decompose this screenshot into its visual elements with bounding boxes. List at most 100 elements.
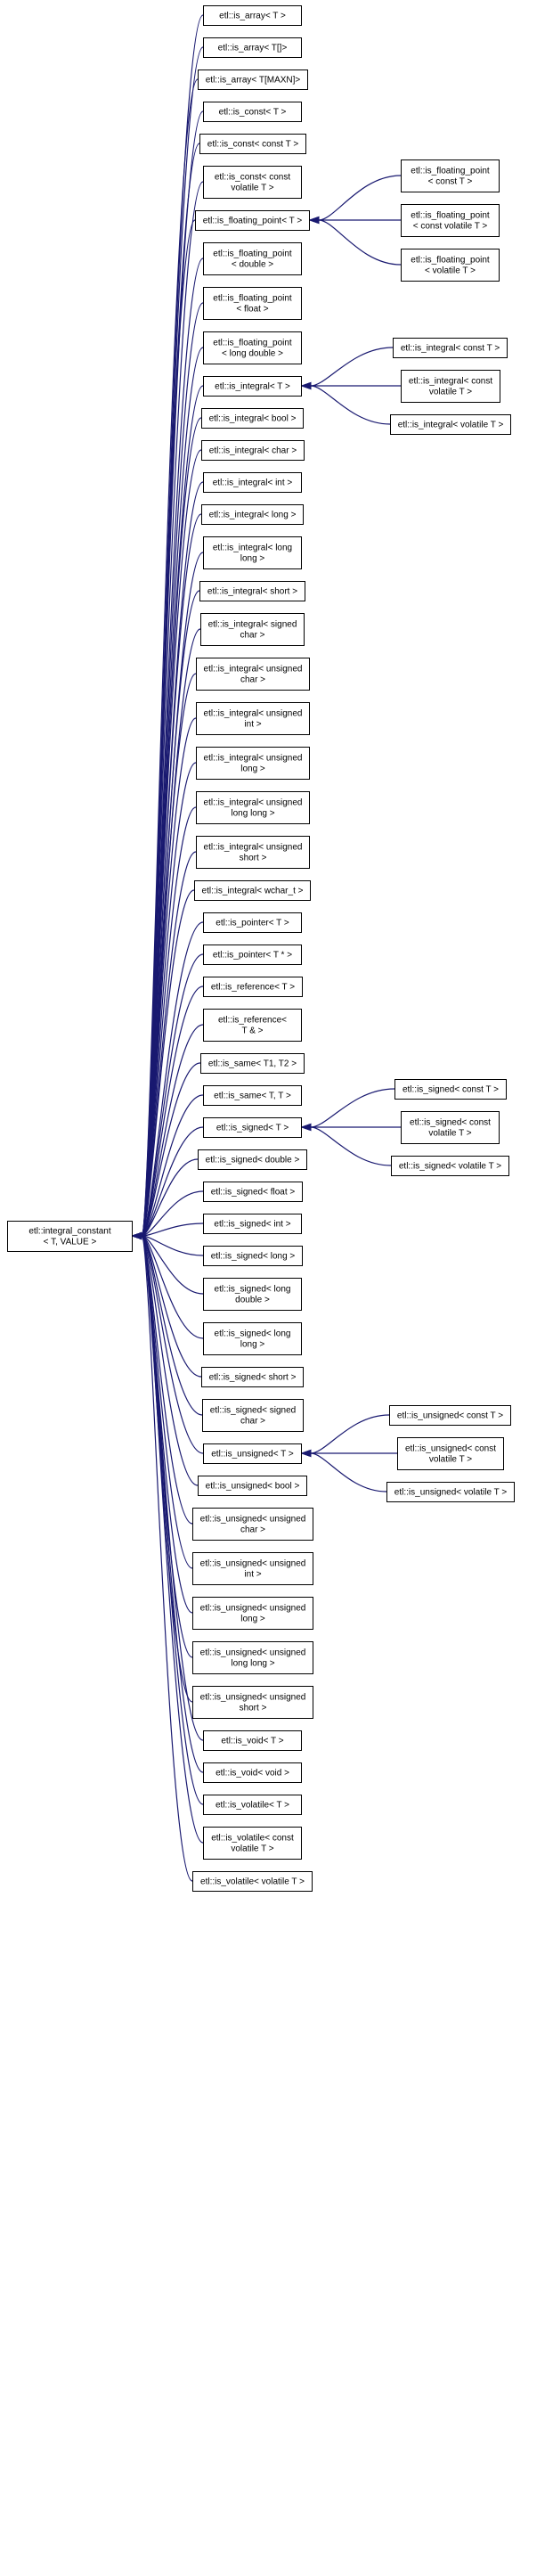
class-node-is-signed-double[interactable]: etl::is_signed< double >: [198, 1149, 307, 1170]
class-node-is-floating-point-t[interactable]: etl::is_floating_point< T >: [195, 210, 310, 231]
class-node-is-array-tarr[interactable]: etl::is_array< T[]>: [203, 37, 302, 58]
node-box: [203, 912, 302, 933]
class-node-is-array-t[interactable]: etl::is_array< T >: [203, 5, 302, 26]
node-box: [203, 376, 302, 397]
node-label-line: etl::is_unsigned< const: [405, 1444, 496, 1454]
class-node-is-reference-tref[interactable]: etl::is_reference<T & >: [203, 1009, 302, 1042]
inheritance-edge-is-unsigned-constt: [310, 1414, 390, 1454]
node-label-line: < long double >: [222, 349, 283, 359]
node-label-line: etl::is_integral< char >: [209, 446, 297, 456]
node-label-line: long >: [240, 765, 265, 774]
node-box: [196, 658, 310, 691]
node-box: [196, 836, 310, 869]
inheritance-edge-is-signed-t: [141, 1126, 204, 1237]
node-box: [203, 242, 302, 275]
class-node-is-signed-short[interactable]: etl::is_signed< short >: [201, 1367, 304, 1387]
node-box: [200, 1053, 305, 1074]
class-node-is-integral-constt[interactable]: etl::is_integral< const T >: [393, 338, 508, 358]
class-node-is-integral-char[interactable]: etl::is_integral< char >: [201, 440, 305, 461]
inheritance-edge-is-volatile-vt: [141, 1235, 193, 1882]
class-node-is-floating-point-cvt[interactable]: etl::is_floating_point< const volatile T…: [401, 204, 500, 237]
node-label-line: etl::is_signed< const T >: [403, 1085, 499, 1095]
class-node-is-signed-vt[interactable]: etl::is_signed< volatile T >: [391, 1156, 509, 1176]
class-node-is-volatile-t[interactable]: etl::is_volatile< T >: [203, 1795, 302, 1815]
node-label-line: < float >: [236, 305, 268, 315]
node-label-line: < T, VALUE >: [44, 1238, 97, 1247]
node-label-line: etl::is_reference<: [218, 1016, 287, 1026]
inheritance-edge-is-same-t1t2: [141, 1062, 201, 1237]
node-box: [203, 1795, 302, 1815]
class-node-is-signed-constt[interactable]: etl::is_signed< const T >: [394, 1079, 507, 1100]
class-node-is-floating-point-double[interactable]: etl::is_floating_point< double >: [203, 242, 302, 275]
class-node-root[interactable]: etl::integral_constant< T, VALUE >: [7, 1221, 133, 1252]
class-node-is-array-tmaxn[interactable]: etl::is_array< T[MAXN]>: [198, 70, 308, 90]
node-box: [201, 1367, 304, 1387]
class-node-is-reference-t[interactable]: etl::is_reference< T >: [203, 977, 303, 997]
class-node-is-floating-point-constt[interactable]: etl::is_floating_point< const T >: [401, 159, 500, 192]
class-node-is-unsigned-bool[interactable]: etl::is_unsigned< bool >: [198, 1476, 307, 1496]
class-node-is-integral-int[interactable]: etl::is_integral< int >: [203, 472, 302, 493]
class-node-is-const-t[interactable]: etl::is_const< T >: [203, 102, 302, 122]
class-node-is-integral-long[interactable]: etl::is_integral< long >: [201, 504, 304, 525]
class-node-is-signed-t[interactable]: etl::is_signed< T >: [203, 1117, 302, 1138]
node-box: [203, 1278, 302, 1311]
node-label-line: etl::is_same< T1, T2 >: [208, 1059, 297, 1069]
class-node-is-pointer-t[interactable]: etl::is_pointer< T >: [203, 912, 302, 933]
class-node-is-integral-bool[interactable]: etl::is_integral< bool >: [201, 408, 304, 429]
class-node-is-integral-t[interactable]: etl::is_integral< T >: [203, 376, 302, 397]
node-box: [203, 287, 302, 320]
class-node-is-floating-point-float[interactable]: etl::is_floating_point< float >: [203, 287, 302, 320]
class-node-is-integral-vt[interactable]: etl::is_integral< volatile T >: [390, 414, 511, 435]
class-node-is-floating-point-ldouble[interactable]: etl::is_floating_point< long double >: [203, 331, 302, 364]
class-node-is-signed-float[interactable]: etl::is_signed< float >: [203, 1182, 303, 1202]
node-label-line: etl::is_integral< long >: [209, 511, 297, 520]
inheritance-edge-is-unsigned-vt: [310, 1452, 387, 1492]
node-label-line: etl::is_floating_point: [411, 256, 490, 266]
node-box: [7, 1221, 133, 1252]
node-box: [201, 408, 304, 429]
class-node-is-const-constt[interactable]: etl::is_const< const T >: [199, 134, 306, 154]
class-node-is-same-t1t2[interactable]: etl::is_same< T1, T2 >: [200, 1053, 305, 1074]
inheritance-edge-is-signed-vt: [310, 1126, 392, 1166]
class-node-is-signed-long[interactable]: etl::is_signed< long >: [203, 1246, 303, 1266]
class-node-is-floating-point-vt[interactable]: etl::is_floating_point< volatile T >: [401, 249, 500, 282]
node-label-line: long >: [240, 1615, 265, 1624]
class-node-is-pointer-tptr[interactable]: etl::is_pointer< T * >: [203, 945, 302, 965]
node-label-line: T & >: [242, 1026, 264, 1036]
class-node-is-unsigned-constt[interactable]: etl::is_unsigned< const T >: [389, 1405, 511, 1426]
class-node-is-signed-int[interactable]: etl::is_signed< int >: [203, 1214, 302, 1234]
node-box: [203, 536, 302, 569]
node-label-line: char >: [240, 1525, 265, 1535]
class-node-is-void-void[interactable]: etl::is_void< void >: [203, 1762, 302, 1783]
class-node-is-integral-short[interactable]: etl::is_integral< short >: [199, 581, 305, 601]
class-node-is-void-t[interactable]: etl::is_void< T >: [203, 1730, 302, 1751]
node-label-line: etl::is_signed< short >: [209, 1373, 297, 1383]
class-node-is-integral-wchar[interactable]: etl::is_integral< wchar_t >: [194, 880, 311, 901]
node-box: [401, 204, 500, 237]
class-node-is-same-tt[interactable]: etl::is_same< T, T >: [203, 1085, 302, 1106]
class-node-is-unsigned-vt[interactable]: etl::is_unsigned< volatile T >: [386, 1482, 515, 1502]
inheritance-edge-is-integral-vt: [310, 385, 391, 425]
class-node-is-unsigned-t[interactable]: etl::is_unsigned< T >: [203, 1443, 302, 1464]
class-node-is-volatile-vt[interactable]: etl::is_volatile< volatile T >: [192, 1871, 313, 1892]
